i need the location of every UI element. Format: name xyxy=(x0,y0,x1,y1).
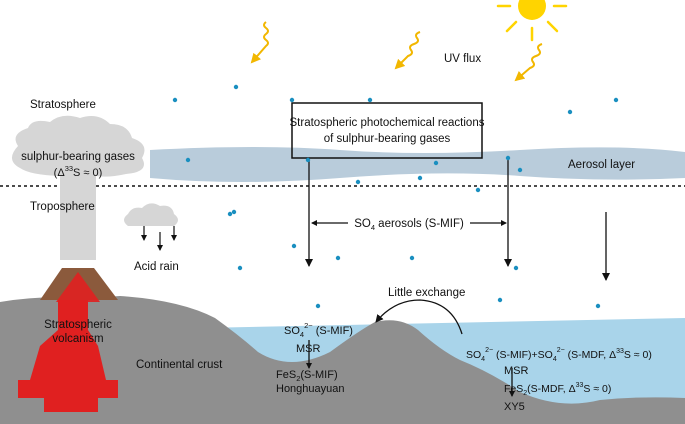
aerosol-particle xyxy=(172,97,178,103)
volcanism-line1: Stratospheric xyxy=(44,319,112,331)
magma-conduit xyxy=(18,300,118,412)
right-msr-label: MSR xyxy=(504,365,529,377)
uv-arrow-3 xyxy=(514,43,543,82)
aerosol-layer-label: Aerosol layer xyxy=(568,159,635,171)
troposphere-label: Troposphere xyxy=(30,201,95,213)
left-msr-label: MSR xyxy=(296,343,321,355)
right-so4-label: SO42− (S-MIF)+SO42− (S-MDF, Δ33S ≈ 0) xyxy=(466,347,652,363)
aerosol-particle xyxy=(289,97,295,103)
aerosol-particle xyxy=(355,179,361,185)
aerosol-particle xyxy=(497,297,503,303)
right-site-label: XY5 xyxy=(504,401,525,413)
arrow-little-exchange xyxy=(375,299,463,335)
uv-flux-label: UV flux xyxy=(444,53,481,65)
aerosol-particle xyxy=(185,157,191,163)
aerosol-particle xyxy=(595,303,601,309)
aerosol-layer-band xyxy=(150,147,685,182)
sulphur-gases-line2: (Δ33S ≈ 0) xyxy=(54,164,103,179)
photochem-line1: Stratospheric photochemical reactions xyxy=(290,117,485,129)
aerosol-particle xyxy=(367,97,373,103)
aerosol-particle xyxy=(613,97,619,103)
acid-rain-cloud-icon xyxy=(124,203,178,251)
aerosol-particle xyxy=(433,160,439,166)
magma-arrow xyxy=(56,272,100,332)
aerosol-particle xyxy=(513,265,519,271)
left-fes2-label: FeS2(S-MIF) xyxy=(276,369,338,383)
volcanic-plume xyxy=(11,115,145,260)
right-fes2-label: FeS2(S-MDF, Δ33S ≈ 0) xyxy=(504,382,611,397)
uv-arrow-2 xyxy=(394,31,421,70)
photochemical-box xyxy=(291,102,483,159)
aerosol-particles xyxy=(172,84,619,309)
stratosphere-label: Stratosphere xyxy=(30,99,96,111)
left-site-label: Honghuayuan xyxy=(276,383,345,395)
aerosol-particle xyxy=(505,155,511,161)
aerosol-particle xyxy=(475,187,481,193)
aerosol-particle xyxy=(237,265,243,271)
aerosol-particle xyxy=(315,303,321,309)
aerosol-particle xyxy=(567,109,573,115)
little-exchange-label: Little exchange xyxy=(388,287,465,299)
aerosol-particle xyxy=(409,255,415,261)
aerosol-particle xyxy=(305,157,311,163)
aerosol-particle xyxy=(335,255,341,261)
acid-rain-label: Acid rain xyxy=(134,261,179,273)
volcanism-line2: volcanism xyxy=(52,333,103,345)
so4-aerosols-label: SO4 aerosols (S-MIF) xyxy=(354,218,464,232)
left-so4-label: SO42− (S-MIF) xyxy=(284,321,353,339)
aerosol-particle xyxy=(291,243,297,249)
aerosol-particle xyxy=(417,175,423,181)
aerosol-particle xyxy=(233,84,239,90)
aerosol-particle xyxy=(231,209,237,215)
uv-arrow-icons xyxy=(250,21,543,82)
aerosol-particle xyxy=(517,167,523,173)
continental-crust-label: Continental crust xyxy=(136,359,223,371)
aerosol-particle xyxy=(227,211,233,217)
photochem-line2: of sulphur-bearing gases xyxy=(324,133,451,145)
sun-icon xyxy=(496,0,568,42)
flow-arrows xyxy=(305,158,610,397)
sulphur-gases-line1: sulphur-bearing gases xyxy=(21,151,135,163)
uv-arrow-1 xyxy=(250,21,269,64)
